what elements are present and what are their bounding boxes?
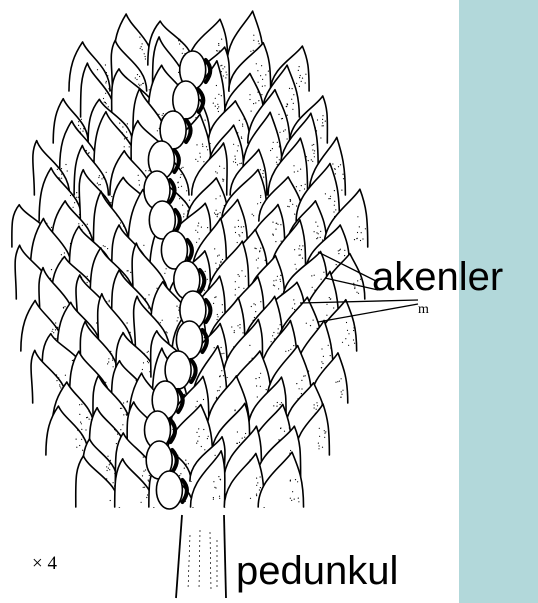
pointer-mark: m — [418, 302, 429, 317]
achenes-label: akenler — [372, 255, 503, 300]
achene — [156, 471, 182, 509]
magnification-label: × 4 — [32, 553, 57, 575]
peduncle-label: pedunkul — [236, 549, 398, 594]
peduncle-stem — [176, 515, 226, 598]
inflorescence-drawing — [12, 11, 368, 509]
